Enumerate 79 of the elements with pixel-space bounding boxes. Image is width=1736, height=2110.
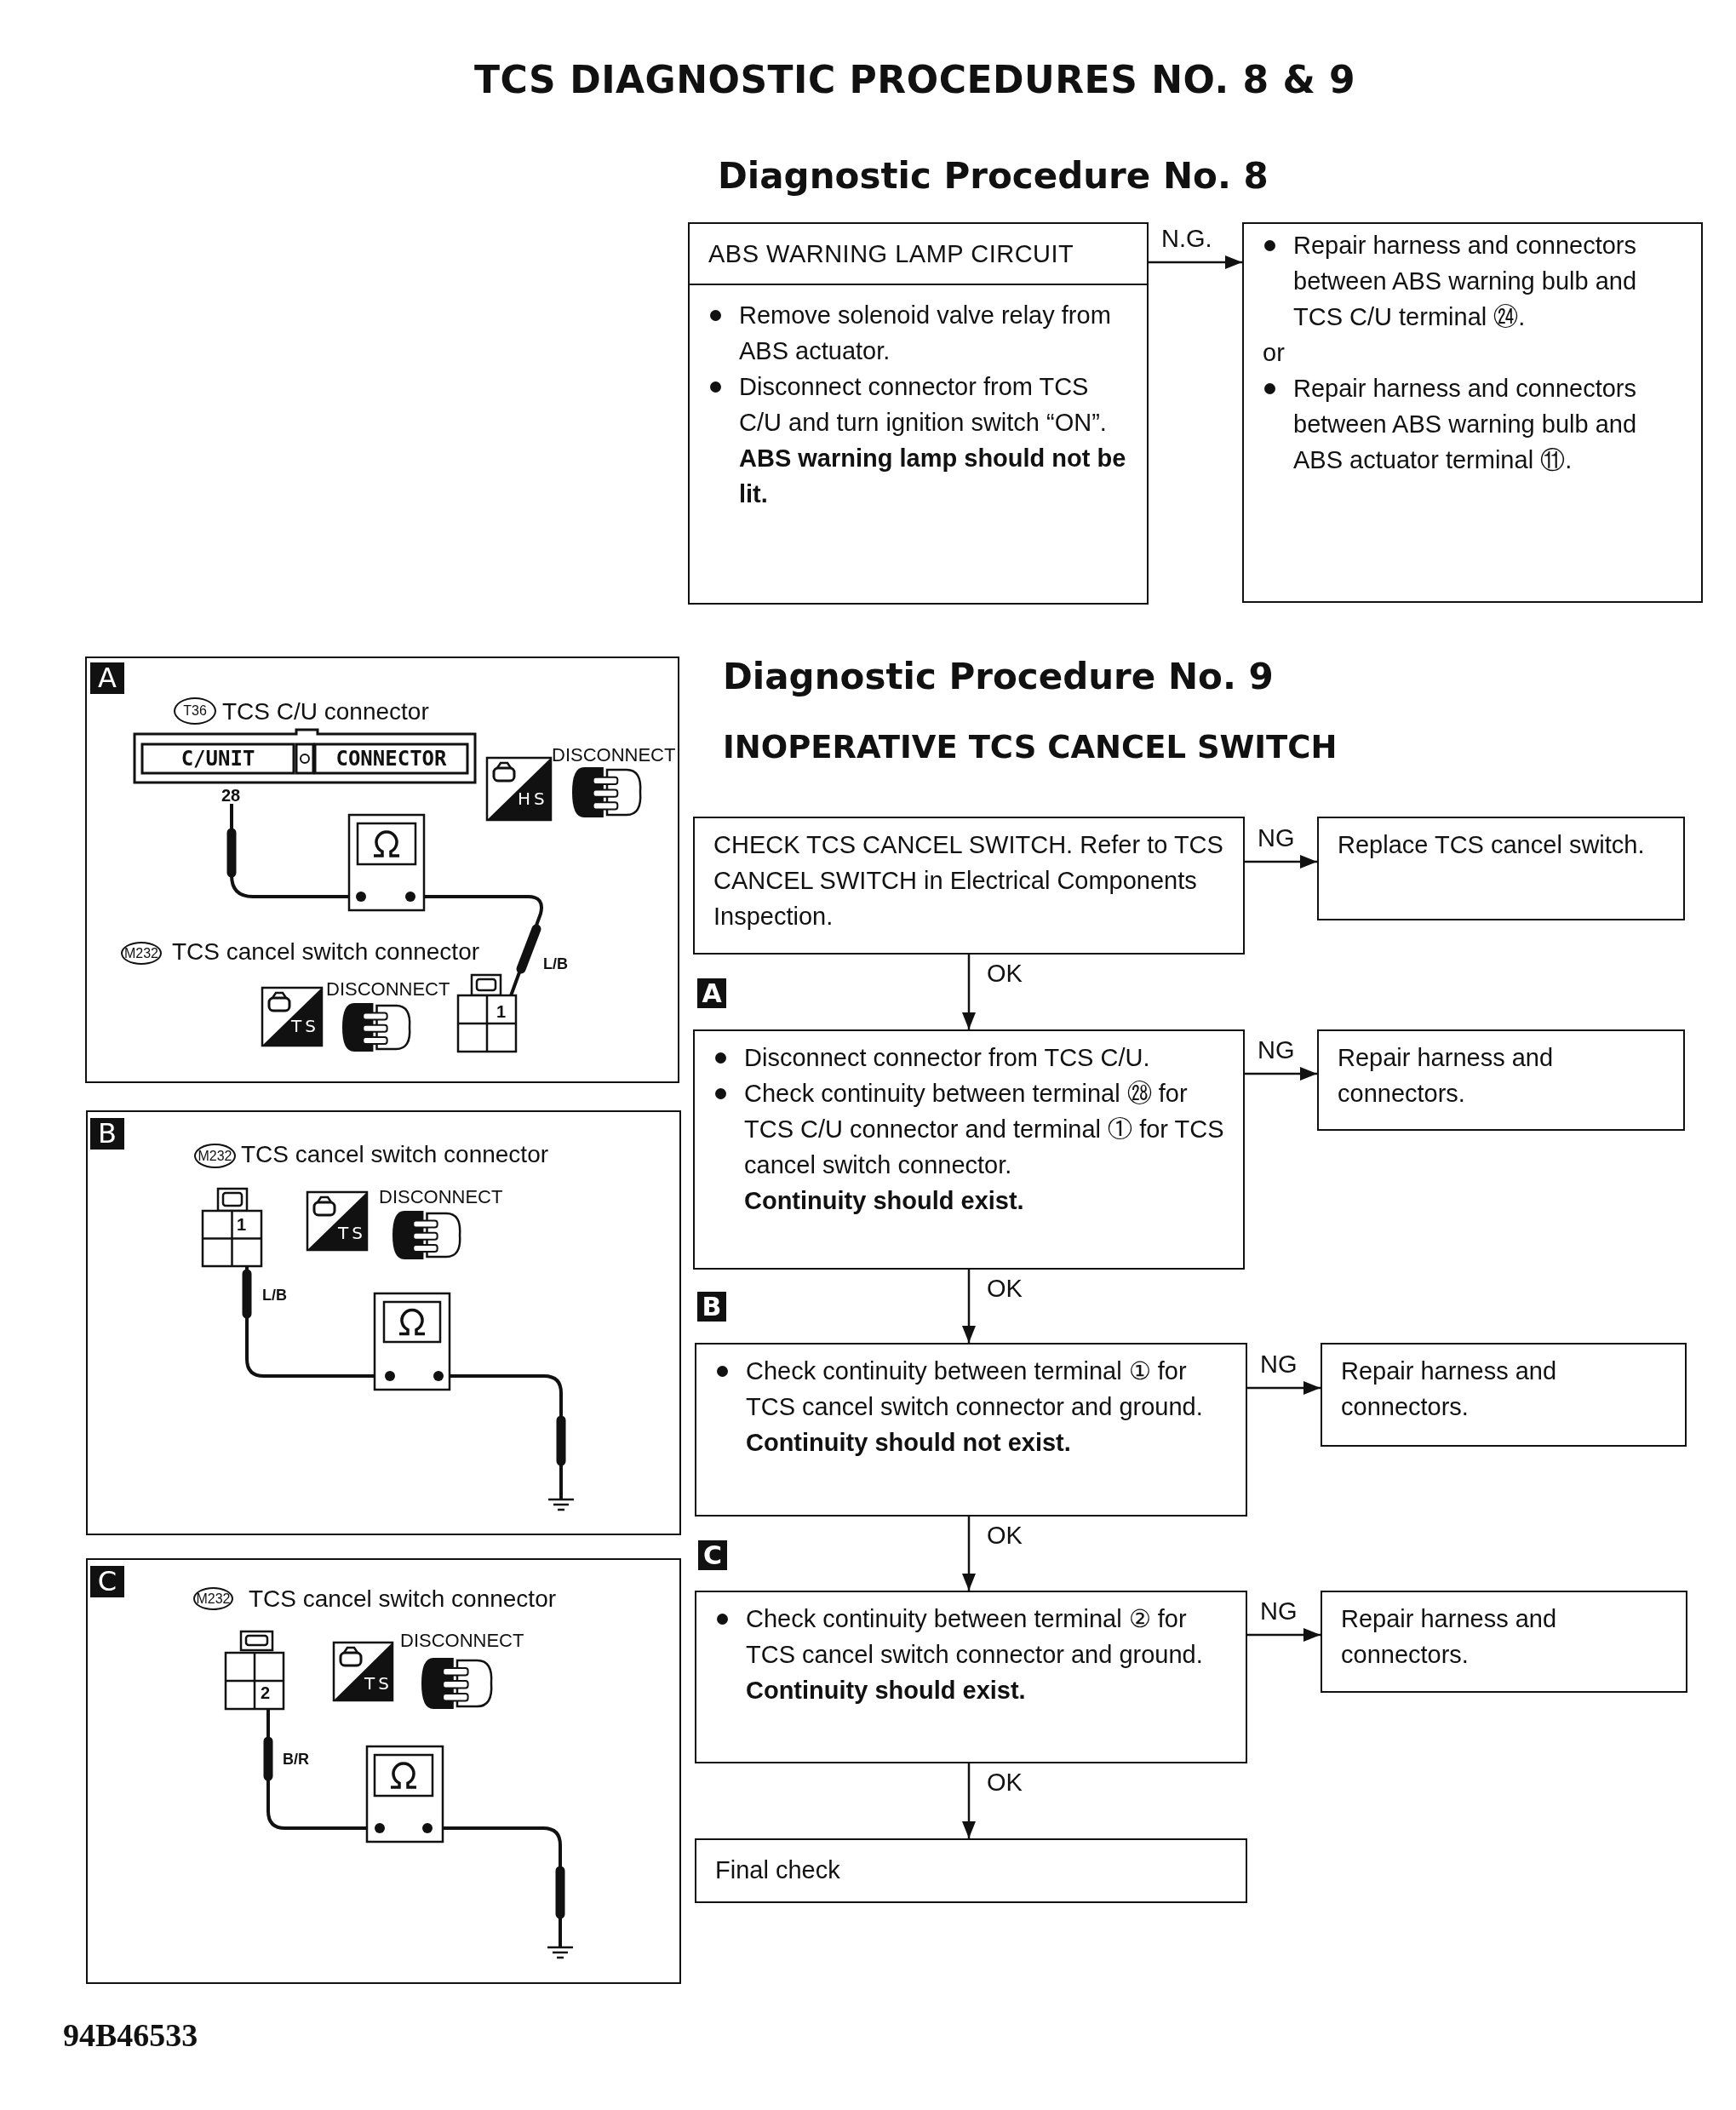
step-text: Remove solenoid valve relay from ABS actuator. — [739, 301, 1111, 364]
wire-color-code: L/B — [262, 1287, 287, 1304]
process-box — [1242, 222, 1703, 603]
step-text: Repair harness and connectors between ABS warning bulb and TCS C/U terminal ㉔. — [1293, 232, 1637, 330]
expected-result-text: Continuity should not exist. — [746, 1429, 1071, 1456]
arrow — [1149, 255, 1242, 269]
disconnect-text: DISCONNECT — [552, 746, 676, 765]
section-marker: A — [90, 662, 124, 694]
illustration-panel — [86, 1110, 681, 1535]
section-heading: Diagnostic Procedure No. 9 — [723, 656, 1274, 697]
box-heading: ABS WARNING LAMP CIRCUIT — [708, 240, 1074, 267]
connector-label: CONNECTOR — [335, 746, 448, 772]
pin-number: 2 — [261, 1683, 271, 1703]
pin-number: 28 — [221, 786, 241, 806]
step-text: Repair harness and connectors. — [1341, 1605, 1557, 1668]
step-text: or — [1263, 339, 1285, 366]
expected-result-text: Continuity should exist. — [746, 1677, 1026, 1704]
connector-caption: TCS cancel switch connector — [241, 1143, 549, 1167]
step-text: Replace TCS cancel switch. — [1338, 831, 1645, 858]
step-text: Disconnect connector from TCS C/U and turn ignition switch “ON”. — [739, 373, 1107, 436]
expected-result-text: ABS warning lamp should not be lit. — [739, 444, 1126, 507]
step-text: Final check — [715, 1856, 840, 1884]
step-text: Disconnect connector from TCS C/U. — [744, 1044, 1150, 1071]
step-text: Check continuity between terminal ② for TCS cancel switch connector and ground. — [746, 1605, 1203, 1668]
switch-position-text: HS — [518, 788, 548, 809]
process-box — [693, 1029, 1245, 1270]
arrow — [962, 955, 976, 1029]
process-box — [1321, 1591, 1687, 1693]
connector-caption: TCS cancel switch connector — [249, 1587, 557, 1611]
pin-number: 1 — [496, 1002, 507, 1022]
connector-code: M232 — [121, 942, 162, 965]
figure-code: 94B46533 — [63, 2016, 198, 2054]
arrow — [1247, 1628, 1321, 1642]
section-subheading: INOPERATIVE TCS CANCEL SWITCH — [723, 729, 1338, 765]
arrow — [962, 1270, 976, 1343]
step-text: Repair harness and connectors. — [1341, 1357, 1557, 1420]
connector-caption: TCS cancel switch connector — [172, 940, 480, 964]
step-marker: A — [697, 978, 726, 1008]
process-box — [695, 1343, 1247, 1517]
connector-code: T36 — [174, 697, 216, 725]
disconnect-text: DISCONNECT — [326, 980, 450, 999]
section-marker: B — [90, 1118, 124, 1150]
connector-label: C/UNIT — [180, 746, 256, 772]
illustration-panel — [85, 657, 679, 1083]
expected-result-text: Continuity should exist. — [744, 1187, 1024, 1214]
process-box — [695, 1591, 1247, 1763]
wire-color-code: B/R — [283, 1751, 309, 1769]
step-marker: B — [697, 1292, 726, 1322]
disconnect-text: DISCONNECT — [379, 1188, 503, 1207]
process-box — [688, 222, 1149, 605]
arrow — [962, 1517, 976, 1591]
arrow — [1247, 1381, 1321, 1395]
arrow — [1245, 1067, 1317, 1081]
process-box — [695, 1838, 1247, 1903]
page-title: TCS DIAGNOSTIC PROCEDURES NO. 8 & 9 — [474, 58, 1356, 101]
step-text: Check continuity between terminal ㉘ for TCS C/U connector and terminal ① for TCS cancel switch connector. — [744, 1080, 1224, 1178]
process-box — [1321, 1343, 1687, 1447]
connector-code: M232 — [193, 1587, 233, 1610]
step-text: Check continuity between terminal ① for TCS cancel switch connector and ground. — [746, 1357, 1203, 1420]
arrow — [962, 1763, 976, 1838]
section-marker: C — [90, 1566, 124, 1597]
illustration-panel — [86, 1558, 681, 1984]
switch-position-text: TS — [338, 1223, 366, 1243]
connector-caption: TCS C/U connector — [222, 700, 429, 724]
step-text: CHECK TCS CANCEL SWITCH. Refer to TCS CANCEL SWITCH in Electrical Components Inspection. — [713, 831, 1223, 930]
wire-color-code: L/B — [543, 955, 568, 973]
switch-position-text: TS — [291, 1016, 319, 1036]
section-heading: Diagnostic Procedure No. 8 — [718, 155, 1269, 197]
process-box — [1317, 817, 1685, 920]
step-text: Repair harness and connectors between ABS warning bulb and ABS actuator terminal ⑪. — [1293, 375, 1637, 473]
switch-position-text: TS — [364, 1673, 392, 1694]
step-text: Repair harness and connectors. — [1338, 1044, 1554, 1107]
pin-number: 1 — [237, 1215, 247, 1235]
step-marker: C — [698, 1540, 727, 1570]
process-box — [1317, 1029, 1685, 1131]
connector-code: M232 — [194, 1144, 236, 1168]
disconnect-text: DISCONNECT — [400, 1631, 524, 1650]
process-box — [693, 817, 1245, 955]
arrow — [1245, 855, 1317, 869]
